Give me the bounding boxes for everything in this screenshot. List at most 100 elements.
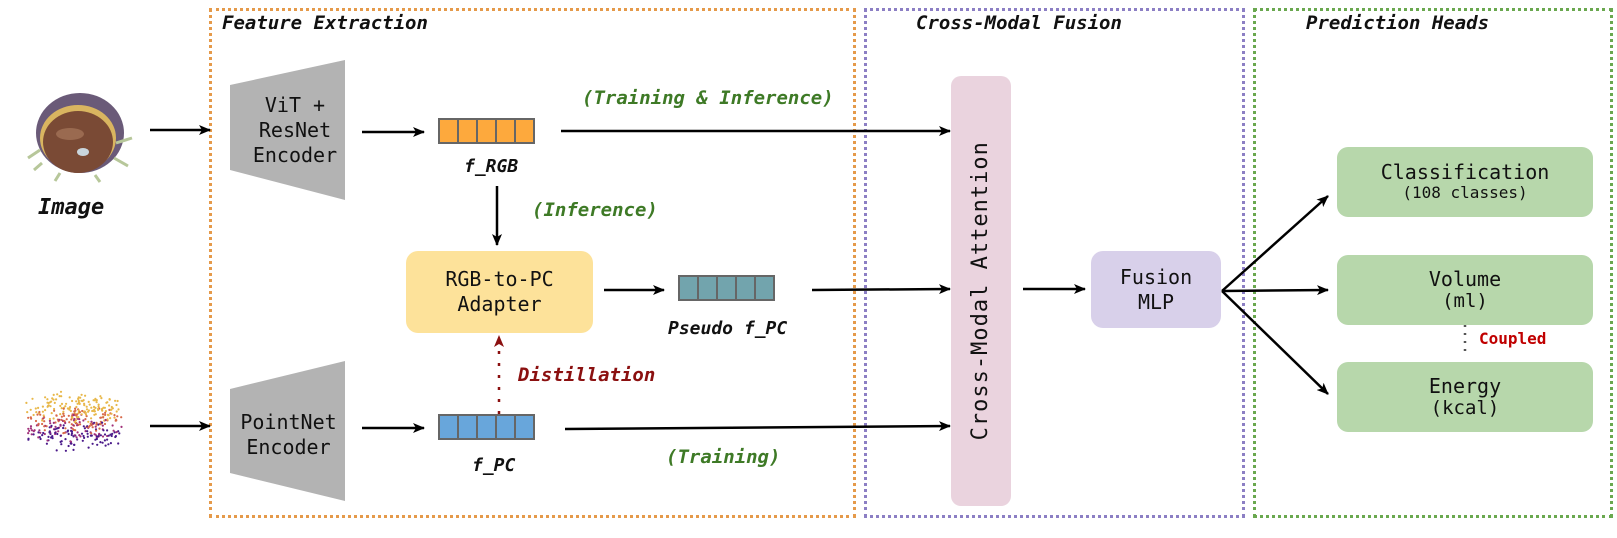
- point: [68, 407, 71, 410]
- point: [101, 435, 105, 438]
- point: [73, 410, 76, 413]
- point: [85, 405, 88, 408]
- point: [26, 411, 29, 414]
- point: [113, 431, 116, 434]
- point: [117, 430, 120, 433]
- point: [104, 413, 107, 416]
- point: [77, 416, 80, 419]
- fusion-mlp-line1: Fusion: [1119, 264, 1193, 289]
- point: [82, 434, 85, 438]
- point: [62, 412, 65, 415]
- point: [107, 443, 110, 446]
- point: [97, 407, 100, 410]
- point: [53, 409, 56, 412]
- point: [57, 430, 60, 433]
- point: [86, 435, 89, 438]
- point: [99, 441, 102, 444]
- point: [48, 431, 51, 434]
- cross-modal-fusion-title: Cross-Modal Fusion: [916, 12, 1122, 34]
- image-label: Image: [38, 195, 105, 220]
- point: [86, 432, 89, 435]
- point: [72, 448, 75, 451]
- point: [60, 395, 63, 398]
- point: [60, 402, 64, 405]
- point: [27, 427, 30, 430]
- point: [63, 431, 66, 434]
- point: [42, 431, 45, 435]
- point: [78, 411, 81, 414]
- point: [88, 403, 91, 406]
- point: [76, 431, 79, 434]
- point: [62, 410, 65, 413]
- point: [43, 425, 46, 428]
- point: [92, 405, 96, 408]
- point: [77, 401, 81, 404]
- point: [70, 418, 73, 421]
- rgb-to-pc-adapter: RGB-to-PC Adapter: [406, 251, 593, 333]
- point-cloud-icon: [25, 390, 123, 452]
- point: [90, 406, 93, 409]
- point: [56, 427, 60, 430]
- volume-head-title: Volume: [1428, 266, 1502, 291]
- pseudo-f-pc-label: Pseudo f_PC: [668, 318, 788, 339]
- point: [101, 413, 105, 416]
- point: [91, 409, 94, 413]
- point: [44, 409, 47, 412]
- point: [83, 404, 86, 407]
- point: [62, 407, 65, 410]
- point: [41, 410, 44, 413]
- rgb-encoder: [230, 60, 345, 200]
- point: [59, 404, 62, 407]
- point: [90, 417, 93, 420]
- point: [95, 423, 98, 426]
- point: [29, 425, 33, 428]
- point: [93, 421, 96, 424]
- point: [35, 411, 38, 414]
- point: [87, 446, 90, 449]
- fusion-mlp-line2: MLP: [1137, 289, 1175, 314]
- point: [108, 398, 111, 401]
- point: [96, 443, 99, 446]
- point: [100, 397, 103, 400]
- point: [90, 420, 93, 423]
- point: [47, 401, 50, 405]
- point: [105, 401, 108, 404]
- rgb-encoder-label: ViT + ResNet Encoder: [245, 93, 345, 168]
- point: [103, 439, 106, 442]
- point: [91, 426, 94, 429]
- point: [103, 422, 107, 426]
- point: [27, 437, 30, 440]
- point: [99, 395, 102, 398]
- point: [95, 401, 98, 404]
- coupled-label: Coupled: [1479, 329, 1547, 348]
- point: [78, 418, 81, 421]
- point: [97, 423, 100, 426]
- point: [94, 425, 97, 428]
- pseudo-f-pc-vector: [678, 275, 775, 301]
- point: [80, 413, 83, 416]
- point: [43, 429, 46, 432]
- classification-head: Classification (108 classes): [1337, 147, 1593, 217]
- point: [114, 418, 118, 421]
- pointnet-encoder: [230, 361, 345, 501]
- point: [101, 424, 104, 427]
- point: [55, 398, 58, 401]
- point: [66, 430, 69, 433]
- point: [102, 416, 105, 419]
- point: [37, 422, 40, 425]
- point: [58, 418, 61, 421]
- arrow-fpc-to-attention: [564, 421, 951, 432]
- point: [84, 413, 88, 416]
- point: [75, 436, 78, 439]
- feature-extraction-section: [209, 8, 856, 518]
- point: [43, 416, 46, 419]
- point: [70, 433, 73, 437]
- point: [87, 400, 90, 403]
- point: [41, 422, 44, 426]
- point: [70, 423, 73, 426]
- point: [46, 398, 49, 401]
- point: [45, 442, 48, 445]
- point: [115, 403, 118, 407]
- point: [83, 427, 86, 430]
- point: [63, 419, 66, 423]
